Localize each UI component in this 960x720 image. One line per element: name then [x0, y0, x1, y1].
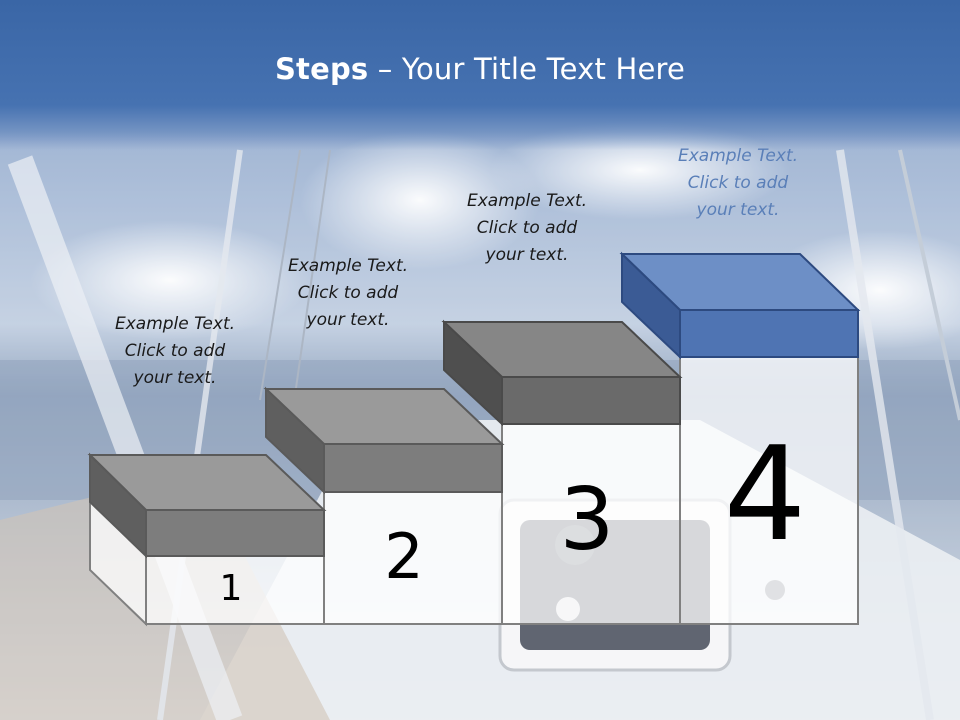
caption-line: Example Text. — [114, 314, 236, 334]
slide-title[interactable]: Steps – Your Title Text Here — [0, 52, 960, 86]
caption-line: Click to add — [476, 218, 578, 238]
caption-line: Click to add — [297, 283, 399, 303]
step-2-number: 2 — [384, 520, 424, 593]
step-2-block — [263, 386, 505, 495]
step-4-box — [679, 356, 859, 625]
title-bold: Steps — [274, 52, 369, 86]
caption-line: your text. — [696, 200, 780, 220]
step-3-block — [441, 319, 683, 427]
caption-line: Click to add — [687, 173, 789, 193]
caption-line: Example Text. — [677, 146, 799, 166]
step-2-box — [323, 491, 503, 625]
step-4-caption[interactable]: Example Text. Click to add your text. — [648, 143, 828, 224]
caption-line: Example Text. — [466, 191, 588, 211]
step-1-number: 1 — [219, 568, 243, 609]
title-rest: – Your Title Text Here — [368, 52, 686, 86]
caption-line: Click to add — [124, 341, 226, 361]
step-cells — [89, 356, 859, 627]
caption-line: Example Text. — [287, 256, 409, 276]
step-3-box — [501, 423, 681, 625]
step-4-block — [619, 251, 861, 360]
caption-line: your text. — [133, 368, 217, 388]
step-3-caption[interactable]: Example Text. Click to add your text. — [437, 188, 617, 269]
caption-line: your text. — [306, 310, 390, 330]
title-bar — [0, 0, 960, 150]
step-4-number: 4 — [723, 418, 807, 570]
step-3-number: 3 — [559, 470, 615, 570]
step-1-block — [87, 452, 327, 559]
step-1-caption[interactable]: Example Text. Click to add your text. — [85, 311, 265, 392]
caption-line: your text. — [485, 245, 569, 265]
step-2-caption[interactable]: Example Text. Click to add your text. — [258, 253, 438, 334]
